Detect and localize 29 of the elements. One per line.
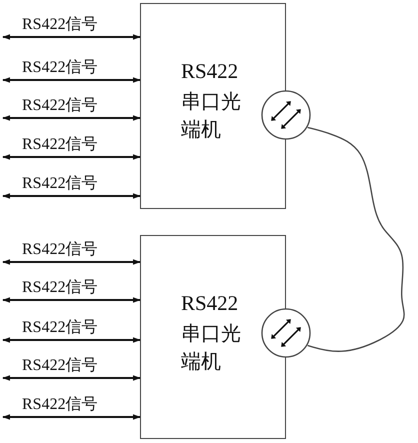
signal-arrow bbox=[2, 154, 141, 160]
edge-label: RS422信号 bbox=[22, 241, 98, 259]
edge-label: RS422信号 bbox=[22, 396, 98, 414]
signal-arrow bbox=[2, 375, 141, 381]
signal-arrow bbox=[2, 259, 141, 265]
edge-label: RS422信号 bbox=[22, 16, 98, 34]
device-model: RS422 bbox=[181, 291, 238, 315]
signal-arrow bbox=[2, 337, 141, 343]
device-model: RS422 bbox=[181, 59, 238, 83]
signal-arrow bbox=[2, 414, 141, 420]
optical-port-icon bbox=[261, 90, 311, 140]
edge-label: RS422信号 bbox=[22, 357, 98, 375]
signal-arrow bbox=[2, 34, 141, 40]
signal-arrow bbox=[2, 193, 141, 199]
signal-arrow bbox=[2, 115, 141, 121]
edge-label: RS422信号 bbox=[22, 279, 98, 297]
edge-label: RS422信号 bbox=[22, 59, 98, 77]
edge-label: RS422信号 bbox=[22, 319, 98, 337]
edge-label: RS422信号 bbox=[22, 136, 98, 154]
edge-label: RS422信号 bbox=[22, 175, 98, 193]
device-name: 串口光端机 bbox=[181, 90, 242, 143]
device-box bbox=[140, 235, 286, 439]
fiber-line bbox=[307, 126, 405, 352]
signal-arrow bbox=[2, 77, 141, 83]
optical-port-icon bbox=[261, 308, 311, 358]
device-name: 串口光端机 bbox=[181, 322, 242, 375]
edge-label: RS422信号 bbox=[22, 97, 98, 115]
device-box bbox=[140, 3, 286, 209]
signal-arrow bbox=[2, 297, 141, 303]
